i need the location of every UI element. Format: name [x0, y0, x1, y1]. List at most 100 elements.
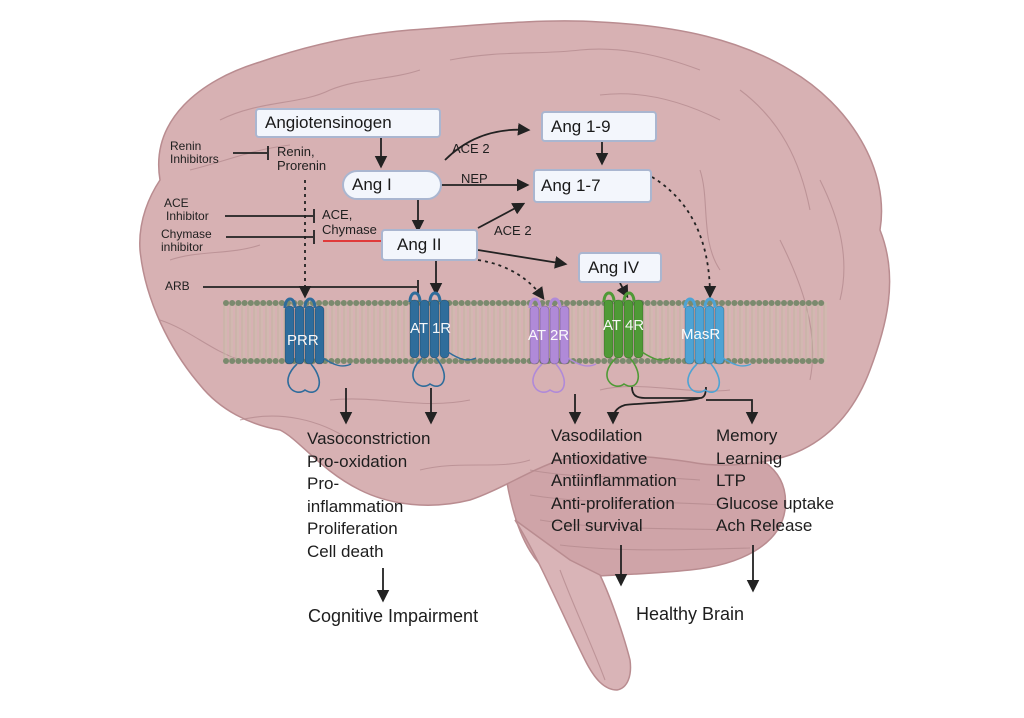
lipid-head — [272, 300, 279, 306]
lipid-head — [241, 300, 248, 306]
label-ang-1-7: Ang 1-7 — [541, 176, 601, 195]
lipid-head — [458, 300, 465, 306]
box-ang-ii: Ang II — [381, 229, 478, 261]
arrow-angI-to-ang19 — [444, 123, 531, 161]
receptor-tail — [722, 357, 752, 367]
lipid-head — [446, 358, 453, 364]
lipid-head — [725, 300, 732, 306]
lipid-head — [371, 358, 378, 364]
lipid-head — [731, 300, 738, 306]
lipid-head — [390, 358, 397, 364]
lipid-head — [793, 358, 800, 364]
lipid-head — [669, 358, 676, 364]
lipid-head — [588, 358, 595, 364]
lipid-head — [489, 358, 496, 364]
lipid-head — [334, 300, 341, 306]
outcome-healthy-brain: Healthy Brain — [636, 604, 745, 624]
receptor-tail — [412, 357, 446, 387]
lipid-head — [278, 358, 285, 364]
enzyme-renin-line1: Renin, — [277, 144, 315, 159]
enzyme-ace2-mid: ACE 2 — [494, 223, 532, 238]
effects-cognitive: Memory Learning LTP Glucose uptake Ach R… — [716, 425, 834, 538]
receptor-helix — [284, 305, 295, 365]
receptor-helix — [529, 305, 540, 365]
receptor-helix — [603, 299, 614, 359]
effect-item: LTP — [716, 471, 746, 490]
receptor-helix — [549, 305, 560, 365]
box-ang-iv: Ang IV — [578, 252, 662, 283]
effect-item: Pro-oxidation — [307, 451, 408, 471]
lipid-head — [229, 358, 236, 364]
lipid-head — [750, 358, 756, 364]
receptor-helix — [559, 305, 570, 365]
lipid-head — [229, 300, 236, 306]
lipid-head — [316, 300, 322, 306]
effect-item: Glucose uptake — [716, 493, 835, 513]
lipid-head — [223, 358, 229, 364]
cerebrum — [139, 20, 891, 506]
lipid-head — [235, 300, 242, 306]
receptor-helix — [429, 299, 440, 359]
effect-item: Vasoconstriction — [307, 429, 431, 448]
lipid-head — [347, 358, 353, 364]
inhibitor-renin-line2: Inhibitors — [170, 152, 219, 166]
lipid-head — [576, 358, 583, 364]
lipid-head — [818, 300, 825, 306]
lipid-head — [266, 358, 273, 364]
lipid-head — [644, 300, 651, 306]
lipid-head — [328, 300, 335, 306]
receptor-label-at2r: AT 2R — [528, 327, 570, 344]
lipid-head — [340, 358, 347, 364]
lipid-head — [502, 300, 508, 306]
lipid-head — [483, 300, 490, 306]
receptor-helix — [439, 299, 450, 359]
lipid-head — [601, 358, 608, 364]
label-ang-ii: Ang II — [397, 235, 442, 254]
lipid-head — [235, 358, 242, 364]
receptor-tail — [532, 363, 566, 393]
inhibitor-chymase-line1: Chymase — [161, 227, 212, 241]
lipid-head — [359, 300, 366, 306]
lipid-head — [334, 358, 341, 364]
lipid-head — [582, 358, 589, 364]
receptor-masr — [683, 297, 752, 393]
receptor-at2r — [528, 297, 597, 393]
lipid-head — [669, 300, 676, 306]
lipid-head — [787, 358, 794, 364]
lipid-head — [638, 358, 645, 364]
lipid-head — [781, 358, 787, 364]
receptor-tail — [567, 357, 597, 367]
lipid-head — [719, 300, 725, 306]
receptor-helix — [409, 299, 420, 359]
lipid-head — [756, 300, 763, 306]
outcome-cognitive-impairment: Cognitive Impairment — [308, 606, 479, 626]
enzyme-renin: Renin, Prorenin — [277, 145, 326, 173]
lipid-head — [576, 300, 583, 306]
lipid-head — [365, 358, 372, 364]
lipid-head — [396, 300, 403, 306]
lipid-head — [799, 300, 806, 306]
lipid-head — [762, 358, 769, 364]
inhibitor-ace-line2: Inhibitor — [166, 209, 209, 223]
lipid-head — [495, 300, 502, 306]
lipid-head — [477, 358, 484, 364]
receptor-at4r — [602, 291, 671, 387]
brain-illustration — [139, 20, 891, 691]
receptor-tail — [606, 357, 640, 387]
receptor-loop — [622, 291, 636, 303]
box-ang-1-7: Ang 1-7 — [533, 169, 652, 203]
lipid-head — [595, 300, 601, 306]
lipid-head — [353, 358, 360, 364]
receptor-prr — [283, 297, 352, 393]
lipid-head — [353, 300, 360, 306]
effect-item: Anti-proliferation — [551, 493, 675, 513]
receptor-tail — [322, 357, 352, 367]
lipid-head — [762, 300, 769, 306]
lipid-head — [768, 300, 775, 306]
receptor-loop — [703, 297, 717, 309]
lipid-head — [402, 358, 409, 364]
receptor-loop — [602, 291, 616, 303]
lipid-head — [241, 358, 248, 364]
arrow-angII-to-ang17 — [477, 202, 526, 229]
